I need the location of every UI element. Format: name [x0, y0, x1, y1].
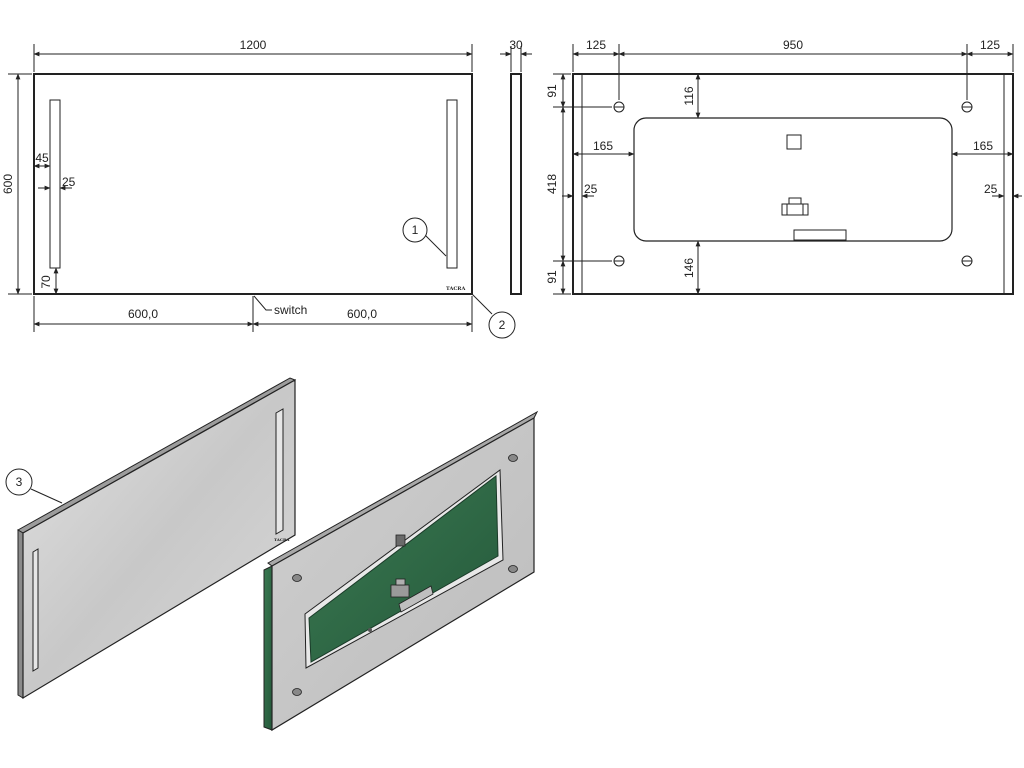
iso-connector-block [390, 578, 410, 598]
iso-sensor-module [395, 534, 406, 547]
side-profile [510, 73, 522, 295]
front-view: 1200 600 45 25 70 600,0 600,0 switch TAC… [1, 38, 516, 339]
brand-logo: TACRA [446, 286, 465, 292]
callout-1-label: 1 [412, 223, 419, 237]
callout-3 [5, 468, 33, 496]
iso-frame-edge [263, 565, 273, 731]
iso-brand-logo: TACRA [274, 537, 290, 542]
iso-hole-4 [508, 565, 518, 573]
dim-window-side-left: 165 [593, 139, 613, 153]
iso-back-frame [263, 410, 539, 732]
iso-led-strip-left [32, 548, 39, 672]
side-view: 30 [500, 38, 532, 295]
dim-window-height: 418 [545, 174, 559, 194]
iso-pcb-board [308, 475, 499, 663]
dim-half-left: 600,0 [128, 307, 158, 321]
dim-edge-left: 25 [584, 182, 598, 196]
dim-half-right: 600,0 [347, 307, 377, 321]
callout-3-label: 3 [16, 475, 23, 489]
dim-window-side-right: 165 [973, 139, 993, 153]
iso-led-strip-right [275, 408, 284, 535]
led-strip-right [446, 99, 458, 269]
dim-strip-bottom: 70 [39, 275, 53, 289]
dim-width: 1200 [240, 38, 267, 52]
dim-bottom-hole: 91 [545, 270, 559, 284]
dim-strip-width: 25 [62, 175, 76, 189]
iso-hole-3 [292, 688, 302, 696]
dim-depth: 30 [509, 38, 523, 52]
dim-bottom-gap: 146 [682, 258, 696, 278]
dim-strip-offset: 45 [35, 151, 49, 165]
switch-leader [253, 295, 272, 311]
callout-2 [488, 311, 516, 339]
switch-label: switch [274, 303, 307, 317]
iso-mirror-panel: TACRA 3 [5, 377, 297, 700]
mounting-hole-top-right [961, 101, 973, 113]
mirror-outline [33, 73, 473, 295]
mounting-hole-bottom-right [961, 255, 973, 267]
dim-left-margin: 125 [586, 38, 606, 52]
back-outline [572, 73, 1014, 295]
iso-hole-1 [292, 574, 302, 582]
callout-2-label: 2 [499, 318, 506, 332]
iso-switch-point [368, 628, 372, 632]
dim-top-gap: 116 [682, 86, 696, 105]
iso-mirror-face [22, 378, 296, 700]
dim-right-margin: 125 [980, 38, 1000, 52]
dim-height: 600 [1, 174, 15, 194]
iso-hole-2 [508, 454, 518, 462]
power-supply [793, 229, 847, 241]
dim-top-hole: 91 [545, 84, 559, 98]
callout-1 [402, 217, 428, 243]
iso-power-supply [398, 585, 434, 613]
led-strip-left [49, 99, 61, 269]
connector-block [781, 197, 809, 216]
mounting-hole-bottom-left [613, 255, 625, 267]
dim-edge-right: 25 [984, 182, 998, 196]
sensor-module [786, 134, 802, 150]
dim-center-width: 950 [783, 38, 803, 52]
back-view: 125 950 125 91 418 91 116 146 165 165 25… [545, 38, 1022, 295]
mounting-hole-top-left [613, 101, 625, 113]
back-window [633, 117, 953, 242]
